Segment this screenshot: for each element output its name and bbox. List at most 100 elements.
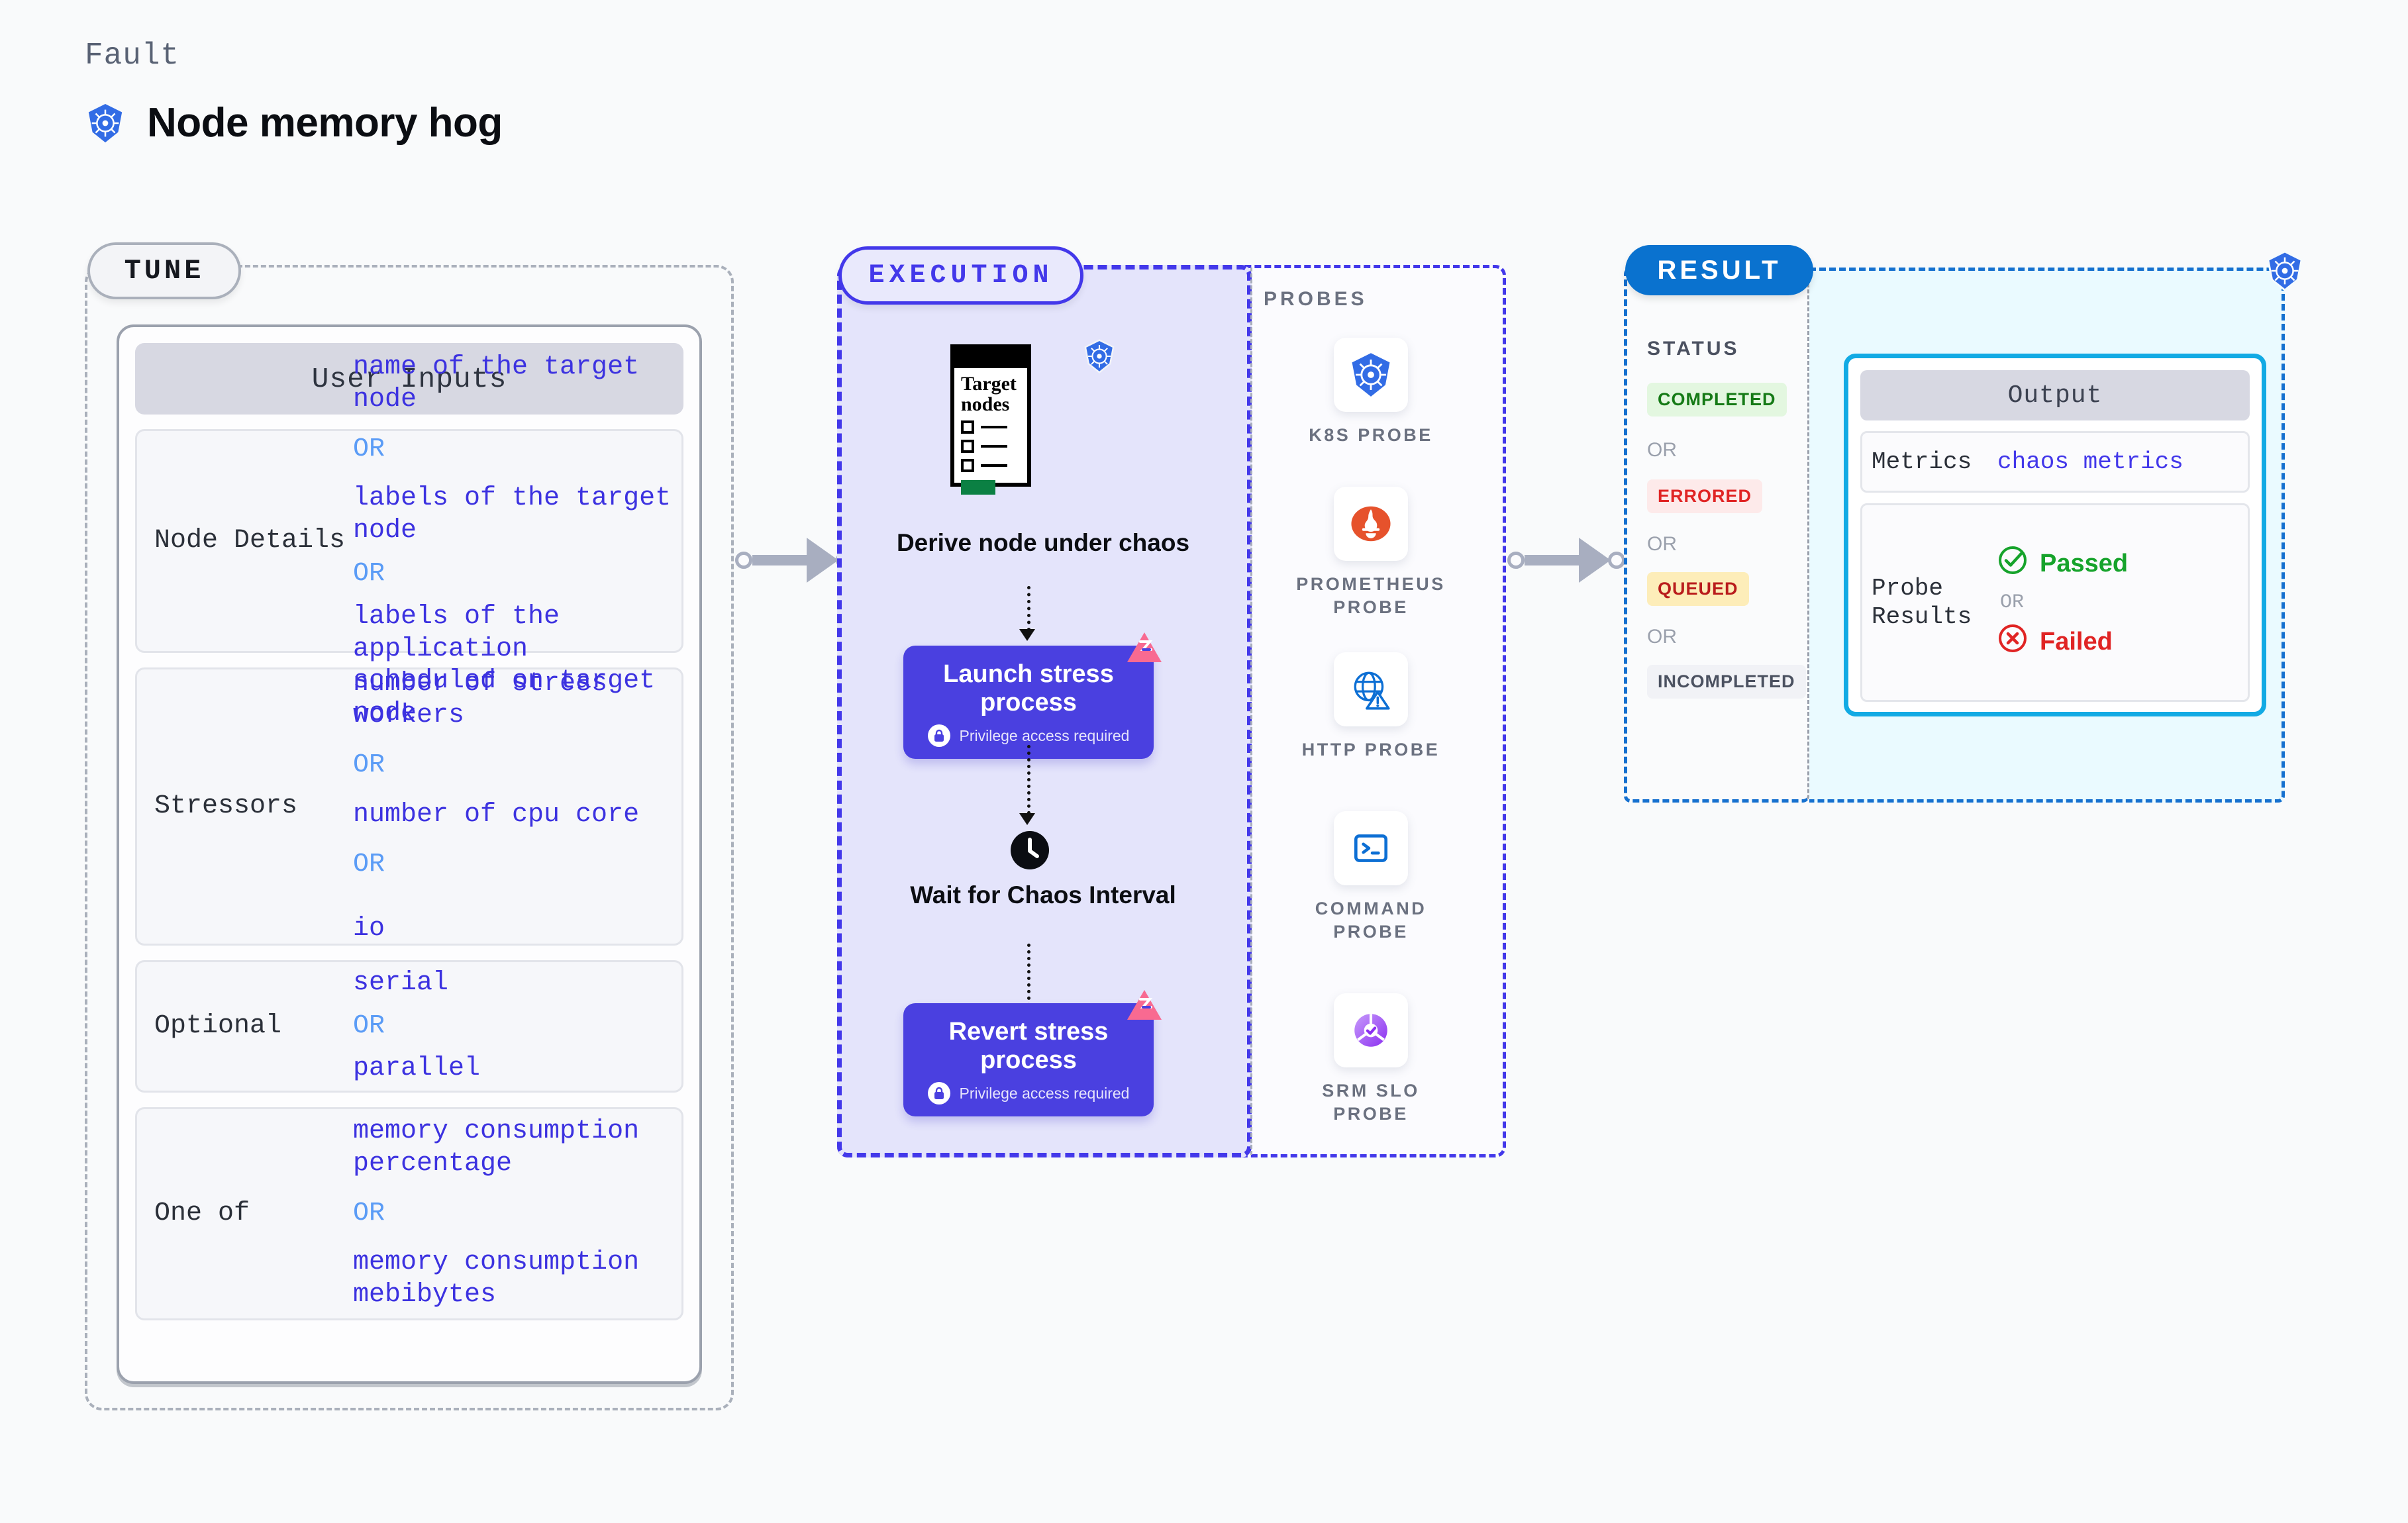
tune-row-stressors: Stressors number of stress workers OR nu… bbox=[135, 667, 683, 946]
prometheus-icon bbox=[1334, 487, 1408, 561]
tune-row-values: number of stress workers OR number of cp… bbox=[353, 668, 675, 946]
status-title: STATUS bbox=[1647, 338, 1740, 360]
tune-separator: OR bbox=[353, 559, 385, 589]
step-launch-stress-process[interactable]: Launch stress process Privilege access r… bbox=[903, 632, 1162, 760]
connector-bar bbox=[752, 555, 807, 565]
step-label-wait-chaos-interval: Wait for Chaos Interval bbox=[910, 881, 1176, 909]
litmus-icon bbox=[1126, 631, 1163, 667]
tune-value: memory consumption mebibytes bbox=[353, 1248, 640, 1310]
probe-result-label: Failed bbox=[2040, 627, 2113, 656]
probe-srm-slo[interactable]: SRM SLO PROBE bbox=[1295, 993, 1447, 1125]
flow-line bbox=[1027, 944, 1030, 1020]
connector-tune-to-execution bbox=[735, 538, 853, 583]
tune-row-label: Stressors bbox=[154, 791, 298, 821]
placeholder-line bbox=[981, 426, 1007, 429]
tune-row-label: One of bbox=[154, 1199, 250, 1228]
probe-label: PROMETHEUS PROBE bbox=[1296, 574, 1446, 617]
kubernetes-icon bbox=[85, 103, 126, 144]
checkbox-icon bbox=[961, 420, 974, 434]
status-separator: OR bbox=[1647, 533, 1677, 555]
probe-result-passed: Passed bbox=[1997, 545, 2238, 582]
output-row-value: chaos metrics bbox=[1997, 448, 2183, 476]
progress-bar bbox=[961, 480, 995, 495]
connector-dot bbox=[1608, 552, 1625, 569]
tune-row-one-of: One of memory consumption percentage OR … bbox=[135, 1107, 683, 1320]
tune-separator: OR bbox=[353, 849, 385, 879]
probes-title: PROBES bbox=[1264, 288, 1368, 310]
checkbox-row bbox=[961, 459, 1027, 473]
connector-arrowhead bbox=[1579, 538, 1611, 583]
kubernetes-icon bbox=[1334, 338, 1408, 412]
tune-value: number of cpu core bbox=[353, 800, 640, 830]
checkbox-row bbox=[961, 440, 1027, 454]
tune-badge: TUNE bbox=[87, 242, 241, 299]
probe-label: SRM SLO PROBE bbox=[1322, 1081, 1420, 1124]
tune-row-values: memory consumption percentage OR memory … bbox=[353, 1116, 675, 1312]
fault-title-row: Node memory hog bbox=[85, 99, 503, 146]
kubernetes-icon bbox=[2264, 250, 2305, 295]
privilege-row: Privilege access required bbox=[903, 724, 1154, 748]
connector-execution-to-result bbox=[1507, 538, 1625, 583]
tune-value: number of stress workers bbox=[353, 668, 608, 731]
check-circle-icon bbox=[1997, 545, 2028, 582]
tune-value: labels of the target node bbox=[353, 483, 672, 546]
probe-http[interactable]: HTTP PROBE bbox=[1295, 652, 1447, 762]
probe-prometheus[interactable]: PROMETHEUS PROBE bbox=[1295, 487, 1447, 618]
output-row-label: Metrics bbox=[1872, 448, 1972, 475]
tune-separator: OR bbox=[353, 434, 385, 464]
card-title-bar bbox=[954, 348, 1027, 368]
target-nodes-card-title: Target nodes bbox=[961, 373, 1017, 415]
user-inputs-title: User Inputs bbox=[135, 343, 683, 415]
step-subtitle: Privilege access required bbox=[959, 1084, 1130, 1102]
tune-value: serial bbox=[353, 967, 449, 998]
clock-icon bbox=[1011, 831, 1049, 873]
probe-k8s[interactable]: K8S PROBE bbox=[1295, 338, 1447, 447]
probe-label: COMMAND PROBE bbox=[1315, 899, 1427, 942]
status-separator: OR bbox=[1647, 626, 1677, 648]
tune-row-label: Optional bbox=[154, 1011, 282, 1041]
fault-eyebrow-label: Fault bbox=[85, 38, 180, 73]
tune-row-values: serial OR parallel bbox=[353, 967, 675, 1085]
step-title: Revert stress process bbox=[948, 1018, 1109, 1074]
lock-icon bbox=[927, 1082, 950, 1105]
x-circle-icon bbox=[1997, 623, 2028, 660]
tune-row-values: name of the target node OR labels of the… bbox=[353, 352, 675, 730]
probes-divider bbox=[1250, 268, 1252, 1155]
execution-badge: EXECUTION bbox=[838, 246, 1083, 305]
tune-row-label: Node Details bbox=[154, 526, 346, 556]
flow-arrowhead bbox=[1019, 813, 1035, 825]
litmus-icon bbox=[1126, 989, 1163, 1025]
flow-line bbox=[1027, 745, 1030, 814]
status-badge-completed: COMPLETED bbox=[1647, 383, 1787, 417]
probe-command[interactable]: COMMAND PROBE bbox=[1295, 811, 1447, 943]
tune-value: name of the target node bbox=[353, 352, 640, 415]
step-title: Launch stress process bbox=[943, 660, 1114, 716]
connector-dot bbox=[735, 552, 752, 569]
step-revert-stress-process[interactable]: Revert stress process Privilege access r… bbox=[903, 990, 1162, 1117]
flow-arrowhead bbox=[1019, 629, 1035, 641]
tune-value: labels of the application scheduled on t… bbox=[353, 601, 656, 729]
output-row-metrics: Metrics chaos metrics bbox=[1860, 431, 2250, 493]
probe-result-separator: OR bbox=[2000, 591, 2025, 614]
flow-line bbox=[1027, 586, 1030, 631]
privilege-row: Privilege access required bbox=[903, 1082, 1154, 1105]
tune-panel bbox=[85, 265, 734, 1410]
step-label-derive-node: Derive node under chaos bbox=[896, 529, 1190, 556]
output-row-probe-results: Probe Results Passed OR Failed bbox=[1860, 503, 2250, 703]
page-header: Fault Node memory hog bbox=[85, 38, 503, 146]
output-card: Output Metrics chaos metrics Probe Resul… bbox=[1844, 354, 2266, 716]
tune-row-optional: Optional serial OR parallel bbox=[135, 960, 683, 1093]
checkbox-icon bbox=[961, 440, 974, 454]
output-row-label: Probe Results bbox=[1872, 575, 1972, 631]
checkbox-row bbox=[961, 420, 1027, 434]
tune-separator: OR bbox=[353, 750, 385, 781]
tune-value: parallel bbox=[353, 1054, 481, 1084]
lock-icon bbox=[927, 724, 950, 748]
globe-warning-icon bbox=[1334, 652, 1408, 726]
checkbox-icon bbox=[961, 459, 974, 473]
target-nodes-card: Target nodes bbox=[950, 344, 1031, 495]
connector-arrowhead bbox=[807, 538, 838, 583]
probe-label: K8S PROBE bbox=[1309, 425, 1433, 445]
result-badge: RESULT bbox=[1625, 245, 1813, 295]
probe-result-label: Passed bbox=[2040, 549, 2129, 577]
